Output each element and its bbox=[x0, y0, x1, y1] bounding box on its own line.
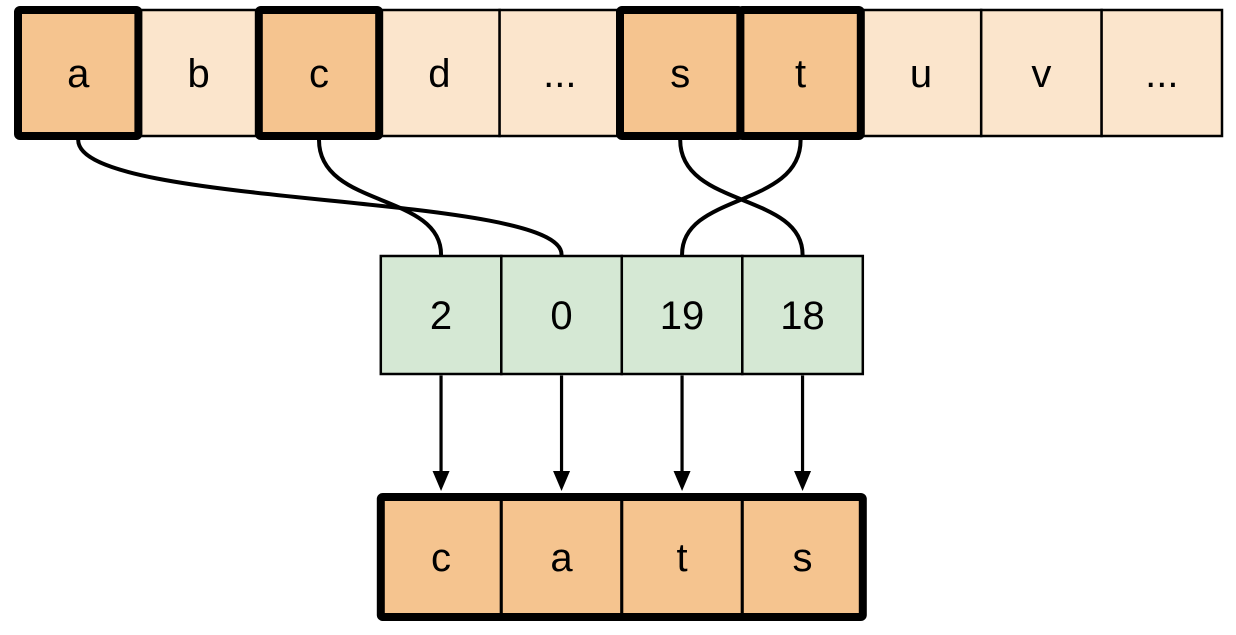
alphabet-cell bbox=[1100, 8, 1224, 138]
arrow-head bbox=[553, 471, 571, 491]
word-cell bbox=[499, 495, 624, 619]
word-row-border bbox=[376, 493, 867, 621]
connector-curve-s bbox=[678, 138, 805, 257]
index-cell-value: 18 bbox=[780, 294, 825, 338]
word-cell bbox=[620, 495, 744, 619]
index-to-word-arrow bbox=[673, 375, 691, 491]
index-to-word-arrows bbox=[432, 375, 812, 491]
alphabet-cell-label: b bbox=[187, 52, 209, 96]
alphabet-cell bbox=[979, 8, 1103, 138]
connector-curve-a bbox=[76, 138, 564, 257]
alphabet-cell bbox=[498, 8, 622, 138]
alphabet-cell-label: d bbox=[428, 52, 450, 96]
index-cell-value: 2 bbox=[430, 294, 452, 338]
index-to-word-arrow bbox=[432, 375, 450, 491]
alphabet-row: a b c d... s t u v... bbox=[14, 6, 1224, 140]
connector-curve-t bbox=[680, 138, 803, 257]
word-cell-letter: c bbox=[431, 536, 451, 580]
arrow-head bbox=[794, 471, 812, 491]
arrow-head bbox=[432, 471, 450, 491]
word-cell-letter: s bbox=[793, 536, 813, 580]
index-to-word-arrow bbox=[553, 375, 571, 491]
alphabet-cell-label: ... bbox=[1145, 52, 1178, 96]
index-cell bbox=[741, 254, 865, 376]
connector-curve-c bbox=[317, 138, 444, 257]
alphabet-cell-highlighted bbox=[736, 6, 865, 140]
index-cell bbox=[379, 254, 503, 376]
index-cell-value: 0 bbox=[550, 294, 572, 338]
index-to-word-arrow bbox=[794, 375, 812, 491]
alphabet-cell bbox=[377, 8, 501, 138]
alphabet-cell-label: t bbox=[795, 52, 806, 96]
alphabet-cell-label: c bbox=[309, 52, 329, 96]
letter-to-index-connectors bbox=[76, 138, 805, 257]
alphabet-cell-highlighted bbox=[14, 6, 143, 140]
arrow-head bbox=[673, 471, 691, 491]
alphabet-cell-highlighted bbox=[254, 6, 384, 140]
index-cell-value: 19 bbox=[660, 294, 705, 338]
index-cell bbox=[620, 254, 744, 376]
alphabet-cell-label: v bbox=[1031, 52, 1051, 96]
alphabet-cell-label: ... bbox=[543, 52, 576, 96]
alphabet-cell-label: a bbox=[67, 52, 90, 96]
alphabet-cell-label: s bbox=[670, 52, 690, 96]
alphabet-cell bbox=[137, 8, 261, 138]
word-cell-letter: a bbox=[550, 536, 573, 580]
alphabet-cell-label: u bbox=[910, 52, 932, 96]
word-cell-letter: t bbox=[676, 536, 687, 580]
word-cell bbox=[740, 495, 865, 619]
